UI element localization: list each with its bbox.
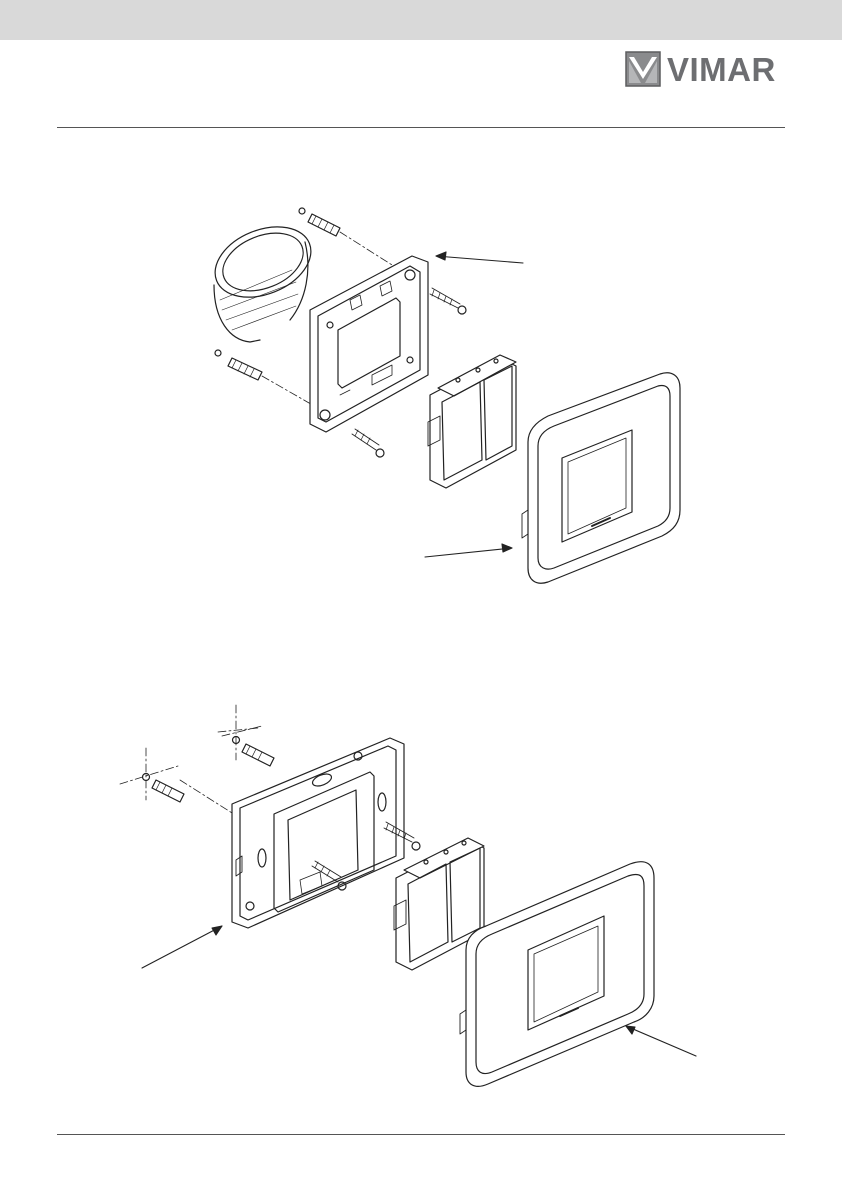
wall-plug-icon [233,737,275,767]
footer-divider [57,1134,785,1135]
screw-icon [430,288,466,314]
wall-plug-icon [143,774,185,803]
vimar-logo: VIMAR [625,48,787,90]
vimar-logo-mark-icon [625,51,661,87]
header-divider [57,127,785,128]
cover-plate-icon [460,862,654,1087]
round-flush-box-icon [205,214,322,342]
screw-icon [352,429,384,457]
wall-plug-icon [299,208,340,236]
callout-arrow-icon [626,1026,696,1056]
double-switch-module-icon [428,355,516,488]
callout-arrow-icon [142,926,222,968]
top-header-band [0,0,842,40]
callout-arrow-icon [425,544,512,557]
callout-arrow-icon [436,252,523,263]
mounting-frame-icon [232,738,404,928]
brand-name: VIMAR [667,53,776,86]
wall-plug-icon [215,350,262,380]
rectangular-box-installation-diagram [0,700,842,1100]
round-box-installation-diagram [0,190,842,600]
mounting-frame-icon [310,256,428,432]
cover-plate-icon [522,373,680,583]
